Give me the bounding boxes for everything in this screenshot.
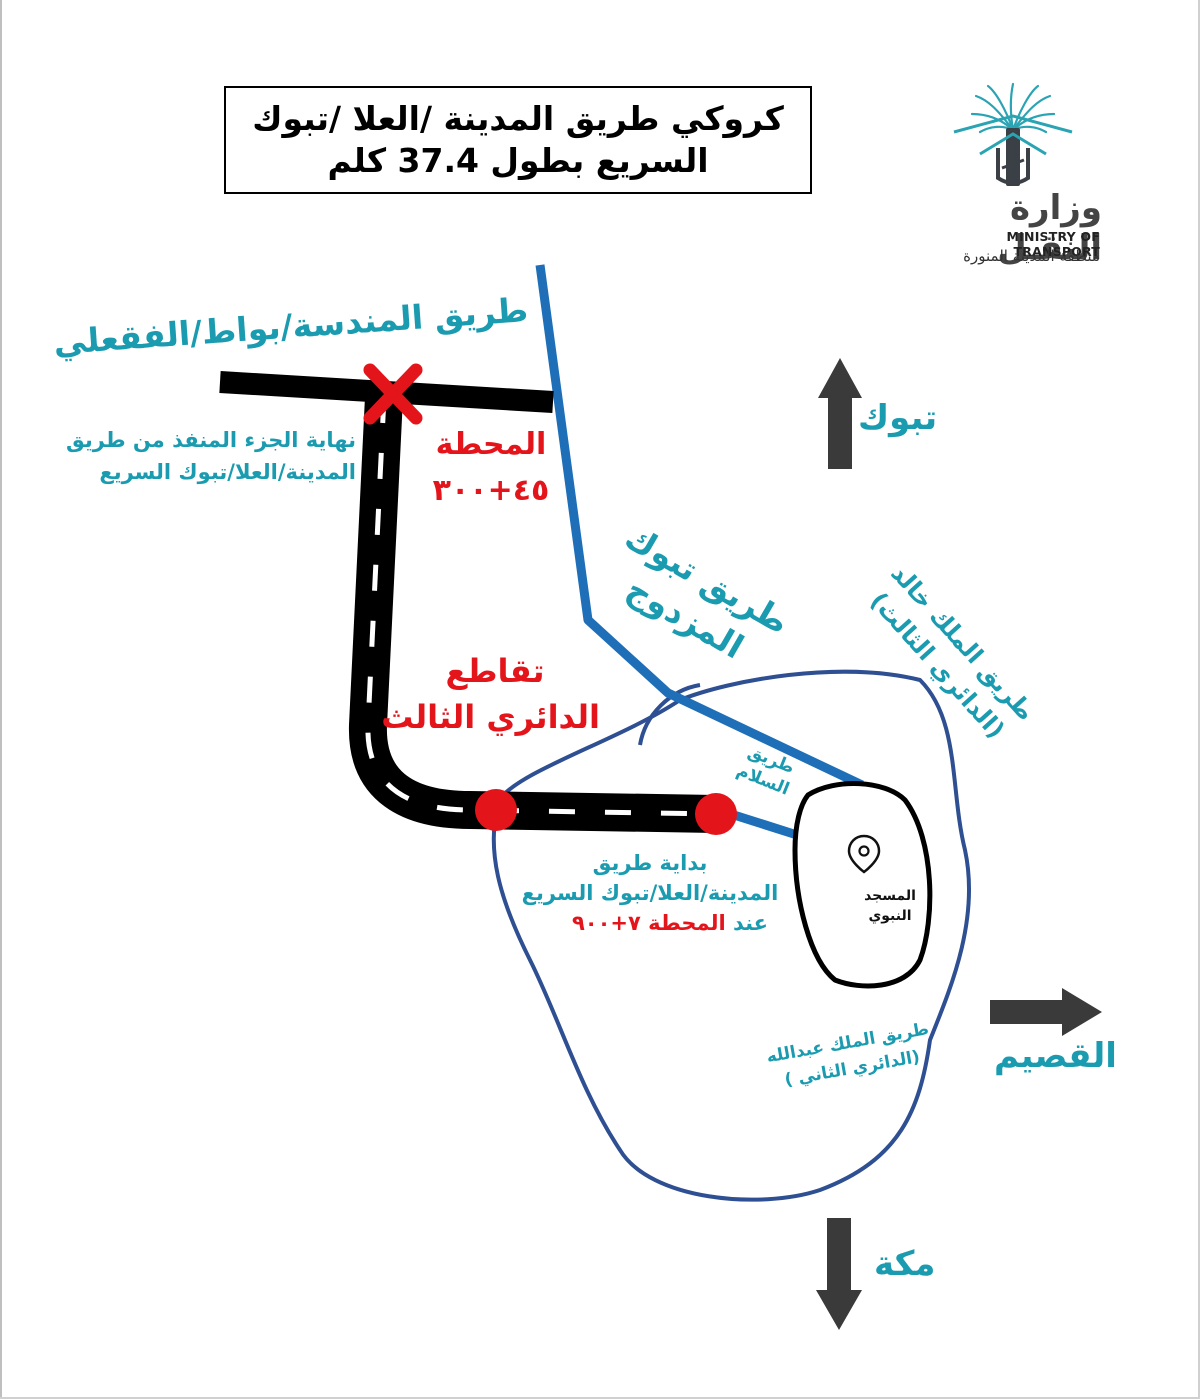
mosque-label-line-1: المسجد bbox=[864, 888, 916, 904]
east-arrow-icon bbox=[990, 988, 1102, 1036]
intersection-label-line-1: تقاطع bbox=[445, 652, 545, 690]
title-line-1: كروكي طريق المدينة /العلا /تبوك bbox=[252, 99, 784, 138]
start-point-marker bbox=[695, 793, 737, 835]
king-khalid-ring-road-segment bbox=[638, 683, 701, 746]
end-x-marker bbox=[363, 363, 423, 425]
tabuk-dual-road bbox=[535, 264, 864, 790]
title-box: كروكي طريق المدينة /العلا /تبوك السريع ب… bbox=[224, 86, 812, 194]
end-section-label-line-2: المدينة/العلا/تبوك السريع bbox=[99, 460, 356, 484]
prophets-mosque-area bbox=[792, 781, 933, 989]
east-direction-label: القصيم bbox=[994, 1036, 1117, 1076]
third-ring-intersection-marker bbox=[475, 789, 517, 831]
location-pin-icon bbox=[847, 834, 881, 874]
intersection-label-line-2: الدائري الثالث bbox=[381, 698, 600, 736]
south-arrow-icon bbox=[816, 1218, 862, 1330]
salam-road bbox=[732, 810, 799, 840]
end-station-value: ٤٥+٣٠٠ bbox=[432, 473, 550, 508]
end-section-label: نهاية الجزء المنفذ من طريق المدينة/العلا… bbox=[65, 424, 356, 488]
start-label-line-3: عند المحطة ٧+٩٠٠ bbox=[500, 908, 800, 938]
mosque-label-line-2: النبوي bbox=[868, 908, 912, 924]
title-line-2: السريع بطول 37.4 كلم bbox=[327, 141, 709, 180]
south-direction-label: مكة bbox=[874, 1244, 936, 1284]
frame-right-border bbox=[1198, 0, 1200, 1399]
expressway-lane-markings bbox=[365, 396, 717, 817]
start-station-word: المحطة bbox=[648, 911, 726, 935]
end-section-label-line-1: نهاية الجزء المنفذ من طريق bbox=[65, 428, 356, 452]
king-abdullah-ring-road bbox=[491, 669, 972, 1202]
end-station-label: المحطة ٤٥+٣٠٠ bbox=[426, 422, 556, 514]
north-arrow-icon bbox=[818, 358, 862, 469]
north-direction-label: تبوك bbox=[858, 398, 938, 438]
start-label-prefix: عند bbox=[725, 911, 769, 935]
frame-left-border bbox=[0, 0, 2, 1399]
ministry-name-english: MINISTRY OF TRANSPORT bbox=[1006, 229, 1100, 259]
start-section-label: بداية طريق المدينة/العلا/تبوك السريع عند… bbox=[500, 848, 800, 938]
ministry-region: منطقة المدينة المنورة bbox=[963, 247, 1100, 265]
end-station-word: المحطة bbox=[435, 427, 547, 462]
start-station-value: ٧+٩٠٠ bbox=[571, 911, 649, 935]
start-label-line-1: بداية طريق bbox=[592, 851, 708, 875]
prophets-mosque-label: المسجد النبوي bbox=[840, 886, 940, 926]
ministry-logo-icon bbox=[953, 82, 1073, 186]
third-ring-intersection-label: تقاطع الدائري الثالث bbox=[381, 648, 600, 740]
start-label-line-2: المدينة/العلا/تبوك السريع bbox=[521, 881, 779, 905]
ministry-name-arabic: وزارة النقـل bbox=[997, 188, 1102, 268]
frame-bottom-border bbox=[0, 1397, 1200, 1399]
